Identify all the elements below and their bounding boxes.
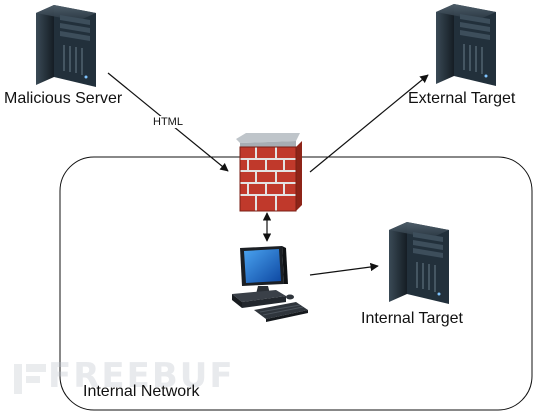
workstation-computer-icon xyxy=(232,246,308,322)
edge-workstation-to-internal xyxy=(309,262,379,276)
internal-target-label: Internal Target xyxy=(361,310,463,327)
internal-target-server-icon xyxy=(388,221,450,305)
internal-network-label: Internal Network xyxy=(83,383,200,400)
malicious-server-label: Malicious Server xyxy=(4,90,123,107)
external-target-server-icon xyxy=(435,3,497,87)
freebuf-watermark: FREEBUF xyxy=(48,356,235,396)
firewall-icon xyxy=(236,133,302,212)
malicious-server-icon xyxy=(35,4,97,88)
html-edge-label: HTML xyxy=(152,116,184,128)
edge-firewall-to-external xyxy=(309,74,429,173)
watermark-logo-icon xyxy=(14,364,46,394)
external-target-label: External Target xyxy=(408,90,516,107)
